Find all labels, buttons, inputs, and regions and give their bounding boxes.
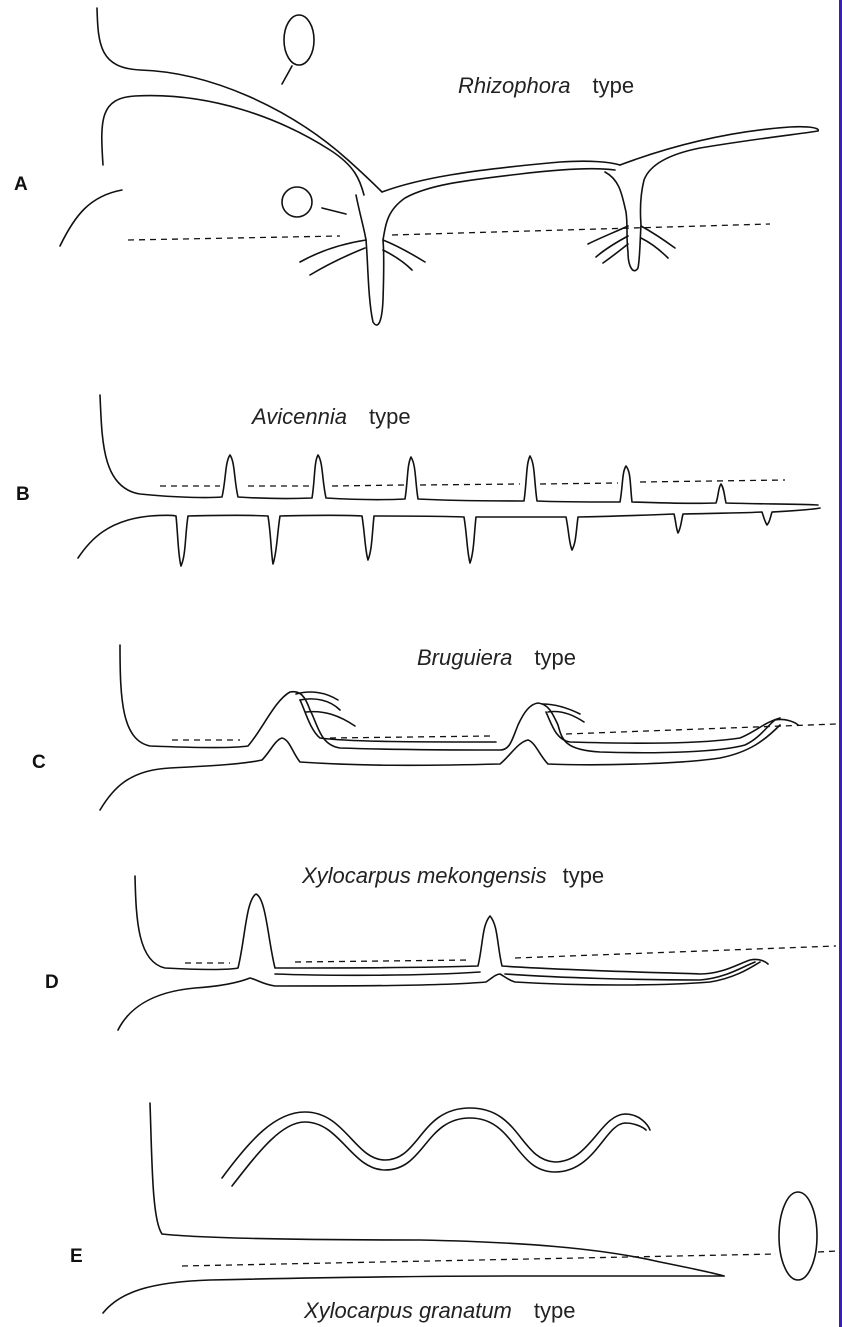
- panel-d-root-inner: [275, 962, 755, 980]
- panel-d: D Xylocarpus mekongensis type: [45, 863, 836, 1030]
- panel-a-genus: Rhizophora: [458, 73, 571, 98]
- panel-a-claws-2: [588, 226, 675, 263]
- panel-b-letter: B: [16, 484, 30, 505]
- panel-a-cross-section-upper: [284, 15, 314, 65]
- panel-d-type-word: type: [563, 863, 605, 888]
- panel-a-trunk: [97, 8, 620, 192]
- panel-a-letter: A: [14, 174, 28, 195]
- panel-b: B Avicennia type: [16, 395, 820, 566]
- panel-c-type-word: type: [534, 645, 576, 670]
- panel-a-type-word: type: [593, 73, 635, 98]
- panel-b-root-lower: [78, 508, 820, 566]
- panel-a-prop-root-1: [356, 169, 615, 325]
- panel-c-root-lower: [100, 725, 780, 810]
- panel-e-genus: Xylocarpus granatum: [303, 1298, 512, 1323]
- panel-d-water-line-2: [295, 960, 470, 962]
- panel-d-water-line-3: [515, 946, 836, 958]
- panel-e-letter: E: [70, 1246, 83, 1267]
- panel-c-water-line-2: [330, 736, 490, 738]
- panel-c-caption: Bruguiera type: [417, 645, 576, 670]
- panel-a-trunk-lower: [102, 96, 364, 195]
- panel-a-claws-1: [300, 240, 425, 275]
- panel-b-root-upper: [100, 395, 818, 505]
- panel-e-cross-section: [779, 1192, 817, 1280]
- panel-e-root-upper: [150, 1103, 724, 1276]
- panel-c-water-line-3: [566, 724, 836, 734]
- panel-d-genus: Xylocarpus mekongensis: [301, 863, 547, 888]
- panel-e-water-line-1: [182, 1254, 776, 1266]
- panel-c-claws-1: [296, 692, 355, 726]
- panel-b-type-word: type: [369, 404, 411, 429]
- panel-c: C Bruguiera type: [32, 645, 836, 810]
- panel-a-water-line-1: [128, 236, 340, 240]
- panel-c-claws-2: [542, 704, 584, 722]
- panel-d-caption: Xylocarpus mekongensis type: [301, 863, 604, 888]
- panel-a-caption: Rhizophora type: [458, 73, 634, 98]
- panel-a-cross-section-lower: [282, 187, 312, 217]
- panel-e-type-word: type: [534, 1298, 576, 1323]
- panel-e-caption: Xylocarpus granatum type: [303, 1298, 575, 1323]
- panel-a-leader-upper: [282, 66, 292, 84]
- panel-c-letter: C: [32, 752, 46, 773]
- panel-b-water-line-5: [540, 483, 618, 484]
- panel-a-leader-lower: [322, 208, 346, 214]
- panel-a-ground: [60, 190, 122, 246]
- panel-b-water-line-6: [640, 480, 785, 482]
- panel-e-sinuous-root-outer: [222, 1108, 650, 1178]
- panel-b-caption: Avicennia type: [250, 404, 411, 429]
- panel-a-prop-root-2: [605, 127, 818, 271]
- panel-a-water-line-2: [392, 224, 770, 235]
- panel-e-water-line-2: [818, 1251, 838, 1252]
- panel-c-genus: Bruguiera: [417, 645, 512, 670]
- panel-c-root-upper-inner: [300, 700, 780, 743]
- panel-e: E Xylocarpus granatum type: [70, 1103, 838, 1323]
- panel-e-sinuous-root-inner: [232, 1118, 646, 1186]
- panel-b-water-line-3: [332, 485, 404, 486]
- panel-b-water-line-4: [420, 484, 520, 485]
- panel-b-genus: Avicennia: [250, 404, 347, 429]
- panel-d-letter: D: [45, 972, 59, 993]
- panel-a: A Rhizophora type: [14, 8, 818, 325]
- panel-d-root-upper: [135, 876, 768, 974]
